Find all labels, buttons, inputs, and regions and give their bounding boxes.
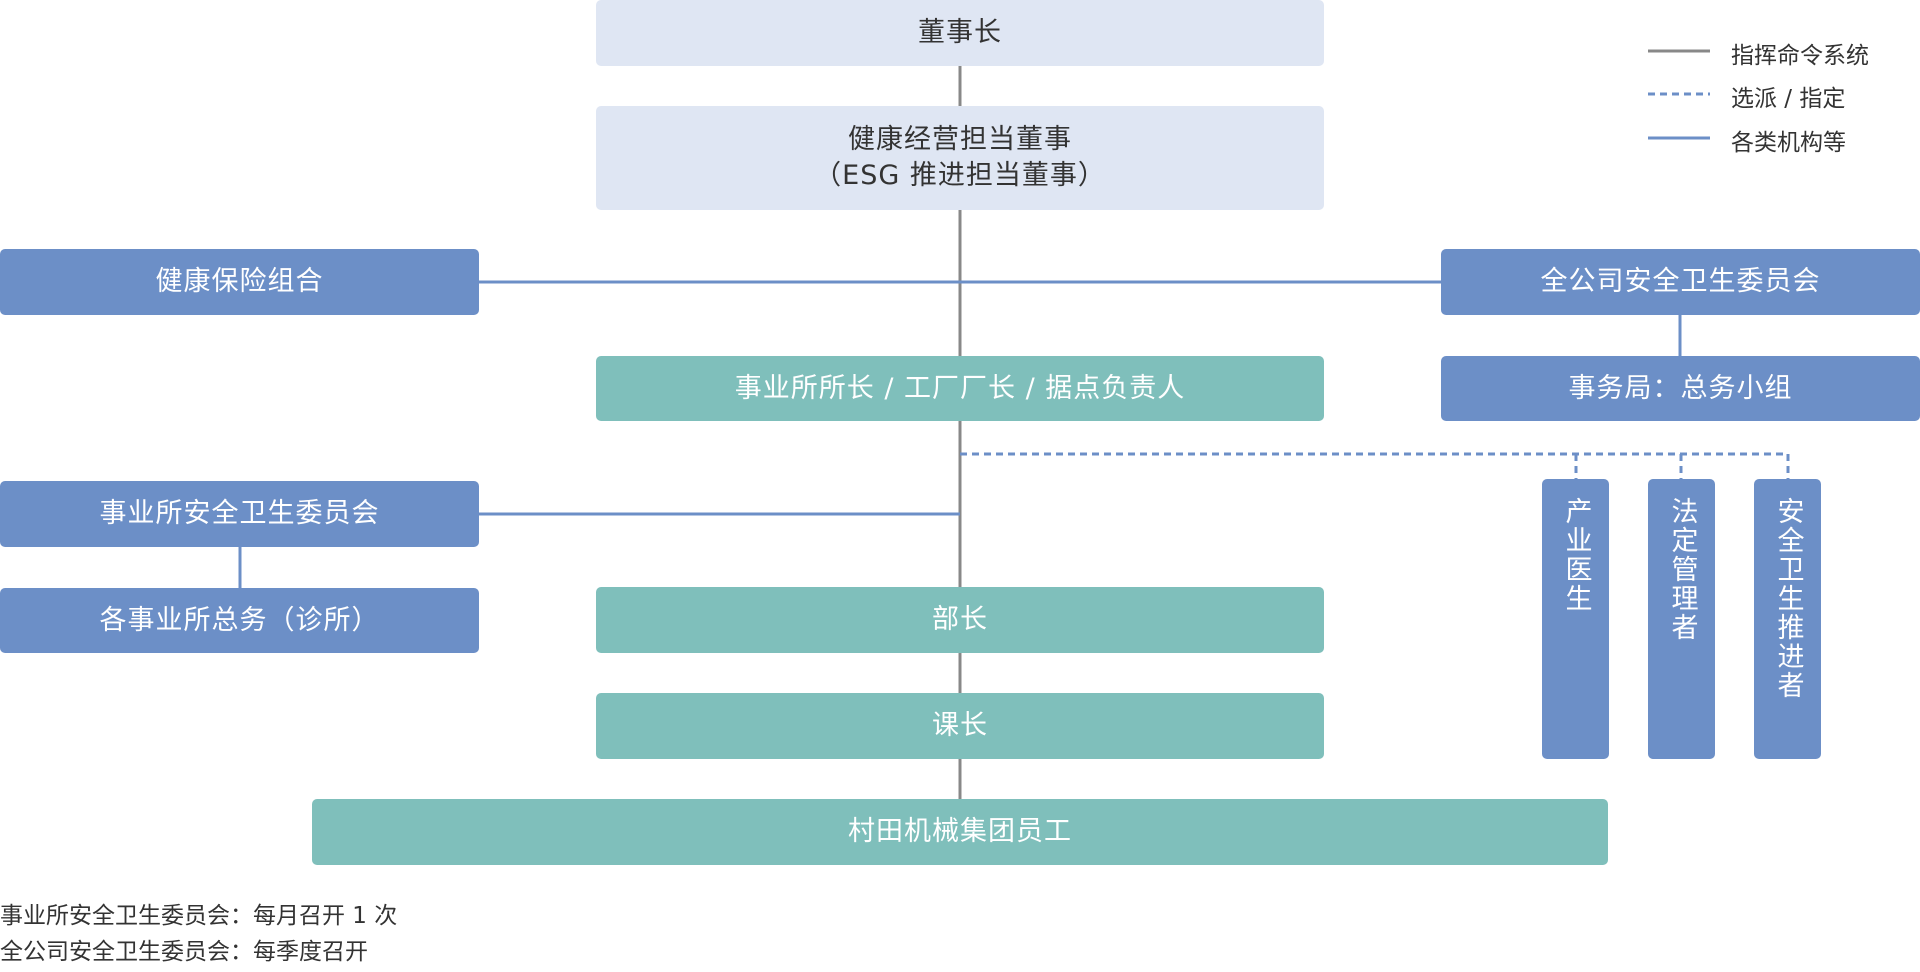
chairman-label: 董事长 [918,17,1002,48]
safety-promoter-label: 安全卫生推进者 [1772,497,1804,700]
dispatch-line [960,452,1790,479]
company-safety-committee-box: 全公司安全卫生委员会 [1441,249,1920,315]
legend-item-org [1648,123,1710,153]
legend-dashed-blue-line [1648,92,1710,96]
legend-label-org: 各类机构等 [1731,130,1846,156]
section-head-box: 课长 [596,693,1324,759]
industrial-doctor-box: 产业医生 [1542,479,1609,759]
legend-solid-gray-line [1648,49,1710,53]
employees-label: 村田机械集团员工 [848,816,1072,847]
legend-label-command: 指挥命令系统 [1731,43,1869,69]
secretariat-label: 事务局：总务小组 [1568,372,1793,404]
statutory-manager-box: 法定管理者 [1648,479,1715,759]
health-director-label: 健康经营担当董事 [848,124,1072,155]
note-site-committee-frequency: 事业所安全卫生委员会：每月召开 1 次 [0,903,398,929]
health-director-sublabel: （ESG 推进担当董事） [814,160,1106,191]
site-general-affairs-box: 各事业所总务（诊所） [0,588,479,653]
health-director-box: 健康经营担当董事 （ESG 推进担当董事） [596,106,1324,210]
site-safety-committee-label: 事业所安全卫生委员会 [99,498,380,529]
company-safety-committee-label: 全公司安全卫生委员会 [1540,266,1821,297]
legend-item-command [1648,36,1710,66]
secretariat-box: 事务局：总务小组 [1441,356,1920,421]
health-insurance-box: 健康保险组合 [0,249,479,315]
site-safety-committee-box: 事业所安全卫生委员会 [0,481,479,547]
site-head-label: 事业所所长 / 工厂厂长 / 据点负责人 [734,372,1186,404]
industrial-doctor-label: 产业医生 [1560,497,1592,613]
note-company-committee-frequency: 全公司安全卫生委员会：每季度召开 [0,939,368,965]
site-general-affairs-label: 各事业所总务（诊所） [99,604,380,636]
legend-solid-blue-line [1648,136,1710,140]
department-head-label: 部长 [932,604,988,635]
site-head-box: 事业所所长 / 工厂厂长 / 据点负责人 [596,356,1324,421]
section-head-label: 课长 [932,710,988,741]
legend-label-dispatch: 选派 / 指定 [1731,86,1846,112]
legend-item-dispatch [1648,79,1710,109]
employees-box: 村田机械集团员工 [312,799,1608,865]
department-head-box: 部长 [596,587,1324,653]
statutory-manager-label: 法定管理者 [1666,497,1698,642]
safety-promoter-box: 安全卫生推进者 [1754,479,1821,759]
chairman-box: 董事长 [596,0,1324,66]
health-insurance-label: 健康保险组合 [155,266,324,297]
